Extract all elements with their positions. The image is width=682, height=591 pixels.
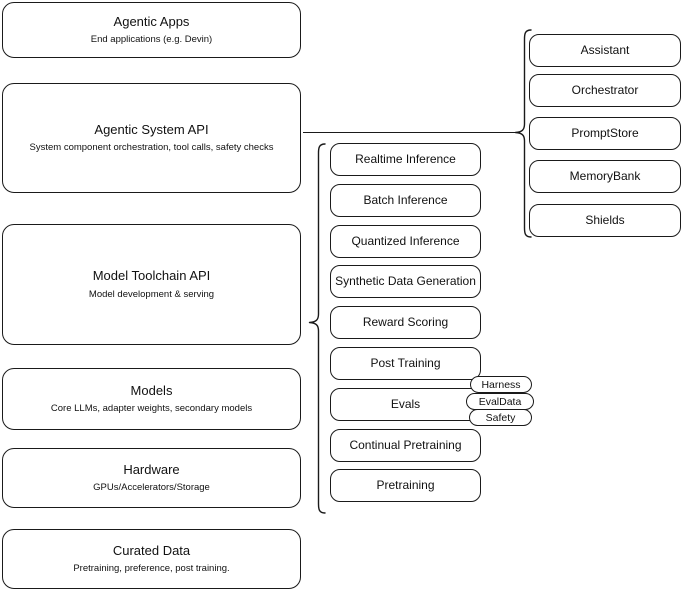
component-box-memorybank[interactable]: MemoryBank xyxy=(529,160,681,193)
layer-subtitle: Model development & serving xyxy=(88,288,215,300)
capability-label: Batch Inference xyxy=(363,193,448,207)
component-label: MemoryBank xyxy=(569,169,641,183)
layer-title: Hardware xyxy=(123,461,180,477)
component-box-shields[interactable]: Shields xyxy=(529,204,681,237)
capability-label: Evals xyxy=(390,397,421,411)
connector-system-api-to-components xyxy=(303,132,519,134)
capability-label: Reward Scoring xyxy=(362,315,449,329)
capability-box-quantized-inference[interactable]: Quantized Inference xyxy=(330,225,481,258)
layer-title: Models xyxy=(130,382,173,398)
layer-box-model-toolchain-api[interactable]: Model Toolchain API Model development & … xyxy=(2,224,301,345)
evals-subcomponent-safety[interactable]: Safety xyxy=(469,409,532,426)
layer-box-models[interactable]: Models Core LLMs, adapter weights, secon… xyxy=(2,368,301,430)
capability-label: Quantized Inference xyxy=(351,234,460,248)
capability-box-reward-scoring[interactable]: Reward Scoring xyxy=(330,306,481,339)
component-label: Assistant xyxy=(580,43,630,57)
capability-label: Synthetic Data Generation xyxy=(335,274,476,288)
capability-box-continual-pretraining[interactable]: Continual Pretraining xyxy=(330,429,481,462)
capability-box-pretraining[interactable]: Pretraining xyxy=(330,469,481,502)
layer-box-hardware[interactable]: Hardware GPUs/Accelerators/Storage xyxy=(2,448,301,508)
component-box-orchestrator[interactable]: Orchestrator xyxy=(529,74,681,107)
layer-subtitle: End applications (e.g. Devin) xyxy=(90,34,213,46)
capability-box-batch-inference[interactable]: Batch Inference xyxy=(330,184,481,217)
capability-box-evals[interactable]: Evals xyxy=(330,388,481,421)
brace-toolchain-capabilities xyxy=(308,143,326,514)
component-label: Shields xyxy=(585,213,625,227)
component-label: PromptStore xyxy=(571,126,639,140)
capability-label: Pretraining xyxy=(376,478,435,492)
evals-subcomponent-harness[interactable]: Harness xyxy=(470,376,532,393)
evals-subcomponent-evaldata[interactable]: EvalData xyxy=(466,393,534,410)
component-box-assistant[interactable]: Assistant xyxy=(529,34,681,67)
layer-subtitle: Pretraining, preference, post training. xyxy=(73,563,230,575)
capability-label: Realtime Inference xyxy=(355,152,456,166)
capability-label: Post Training xyxy=(370,356,441,370)
layer-box-agentic-apps[interactable]: Agentic Apps End applications (e.g. Devi… xyxy=(2,2,301,58)
layer-subtitle: System component orchestration, tool cal… xyxy=(29,142,274,154)
component-box-promptstore[interactable]: PromptStore xyxy=(529,117,681,150)
capability-label: Continual Pretraining xyxy=(349,438,462,452)
capability-box-synthetic-data-generation[interactable]: Synthetic Data Generation xyxy=(330,265,481,298)
layer-title: Agentic Apps xyxy=(113,13,190,29)
layer-box-agentic-system-api[interactable]: Agentic System API System component orch… xyxy=(2,83,301,193)
capability-box-post-training[interactable]: Post Training xyxy=(330,347,481,380)
layer-subtitle: Core LLMs, adapter weights, secondary mo… xyxy=(50,403,253,415)
layer-title: Model Toolchain API xyxy=(92,268,211,284)
layer-subtitle: GPUs/Accelerators/Storage xyxy=(93,482,210,494)
layer-box-curated-data[interactable]: Curated Data Pretraining, preference, po… xyxy=(2,529,301,589)
component-label: Orchestrator xyxy=(571,83,639,97)
layer-title: Curated Data xyxy=(112,542,191,558)
capability-box-realtime-inference[interactable]: Realtime Inference xyxy=(330,143,481,176)
layer-title: Agentic System API xyxy=(94,121,209,137)
brace-system-components xyxy=(514,29,532,238)
